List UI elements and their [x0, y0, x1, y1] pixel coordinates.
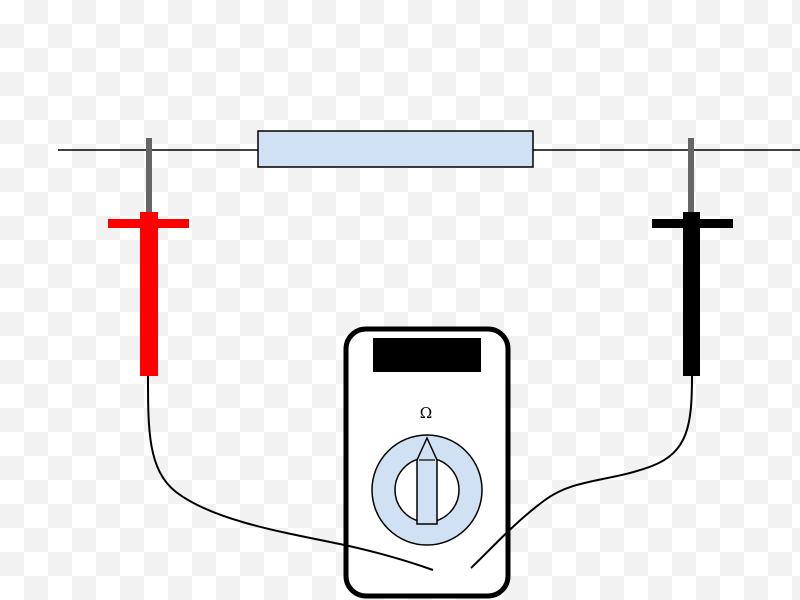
meter-display — [373, 338, 481, 372]
red-probe-tip — [146, 138, 152, 213]
black-probe-lead — [470, 375, 693, 569]
black-probe-handle — [683, 212, 700, 376]
red-probe-lead — [147, 375, 434, 571]
ohm-symbol: Ω — [420, 404, 432, 422]
red-probe — [108, 138, 189, 376]
black-probe-tip — [688, 138, 694, 213]
resistor — [257, 130, 534, 168]
red-probe-handle — [140, 212, 158, 376]
black-probe — [652, 138, 733, 376]
rotary-selector-icon[interactable] — [371, 434, 483, 546]
